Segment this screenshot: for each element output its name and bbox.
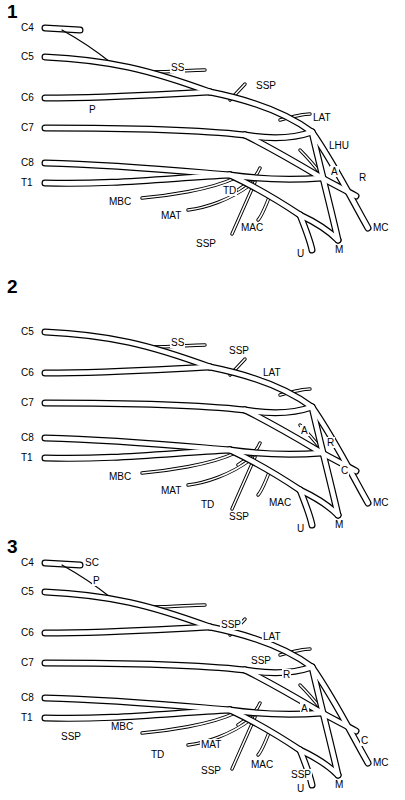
nerve-label: C6 — [20, 92, 35, 103]
nerve-label: U — [296, 783, 305, 794]
nerve-label: SS — [170, 337, 185, 348]
nerve-label: LAT — [312, 112, 332, 123]
nerve-label: SSP — [228, 345, 250, 356]
nerve-label: SSP — [250, 655, 272, 666]
nerve-label: TD — [150, 749, 165, 760]
nerve-label: MAT — [160, 485, 182, 496]
nerve-label: C7 — [20, 397, 35, 408]
nerve-label: SSP — [290, 769, 312, 780]
nerve-label: R — [326, 437, 335, 448]
nerve-label: LAT — [262, 367, 282, 378]
nerve-label: A — [330, 166, 339, 177]
nerve-label: C8 — [20, 692, 35, 703]
nerve-label: MAT — [160, 210, 182, 221]
nerve-label: U — [296, 523, 305, 534]
nerve-label: C5 — [20, 586, 35, 597]
nerve-label: SSP — [255, 80, 277, 91]
nerve-label: MAC — [240, 222, 264, 233]
nerve-label: C8 — [20, 157, 35, 168]
nerve-label: C4 — [20, 22, 35, 33]
nerve-label: T1 — [20, 177, 34, 188]
nerve-label: C6 — [20, 367, 35, 378]
nerve-label: MC — [372, 497, 390, 508]
nerve-label: A — [300, 425, 309, 436]
nerve-label: C4 — [20, 557, 35, 568]
nerve-label: TD — [200, 499, 215, 510]
nerve-label: C7 — [20, 657, 35, 668]
nerve-label: SSP — [60, 731, 82, 742]
nerve-label: MC — [372, 222, 390, 233]
nerve-label: C5 — [20, 51, 35, 62]
nerve-label: C5 — [20, 326, 35, 337]
nerve-label: U — [296, 248, 305, 259]
nerve-label: M — [334, 779, 344, 790]
nerve-label: T1 — [20, 712, 34, 723]
nerve-label: MAC — [268, 497, 292, 508]
nerve-label: MBC — [110, 721, 134, 732]
nerve-label: MAC — [250, 759, 274, 770]
nerve-label: A — [300, 703, 309, 714]
nerve-label: SSP — [228, 511, 250, 522]
nerve-label: M — [334, 244, 344, 255]
nerve-label: LAT — [262, 631, 282, 642]
nerve-label: MBC — [108, 196, 132, 207]
nerve-label: C8 — [20, 432, 35, 443]
nerve-label: C7 — [20, 122, 35, 133]
nerve-label: LHU — [328, 140, 350, 151]
nerve-label: T1 — [20, 452, 34, 463]
nerve-label: SSP — [195, 238, 217, 249]
nerve-label: SC — [84, 557, 100, 568]
nerve-label: R — [358, 172, 367, 183]
nerve-label: SSP — [200, 765, 222, 776]
nerve-label: TD — [222, 185, 237, 196]
nerve-label: MC — [372, 757, 390, 768]
nerve-label: M — [334, 519, 344, 530]
nerve-label: MAT — [200, 739, 222, 750]
nerve-label: SS — [170, 62, 185, 73]
nerve-label: MBC — [108, 471, 132, 482]
nerve-label: R — [282, 669, 291, 680]
panel-number: 3 — [6, 537, 19, 557]
nerve-label: C — [340, 465, 349, 476]
nerve-label: SSP — [220, 619, 242, 630]
nerve-label: C6 — [20, 627, 35, 638]
panel-number: 2 — [6, 277, 19, 297]
nerve-label: C — [360, 735, 369, 746]
nerve-label: P — [92, 575, 101, 586]
panel-number: 1 — [6, 2, 19, 22]
nerve-label: P — [88, 104, 97, 115]
